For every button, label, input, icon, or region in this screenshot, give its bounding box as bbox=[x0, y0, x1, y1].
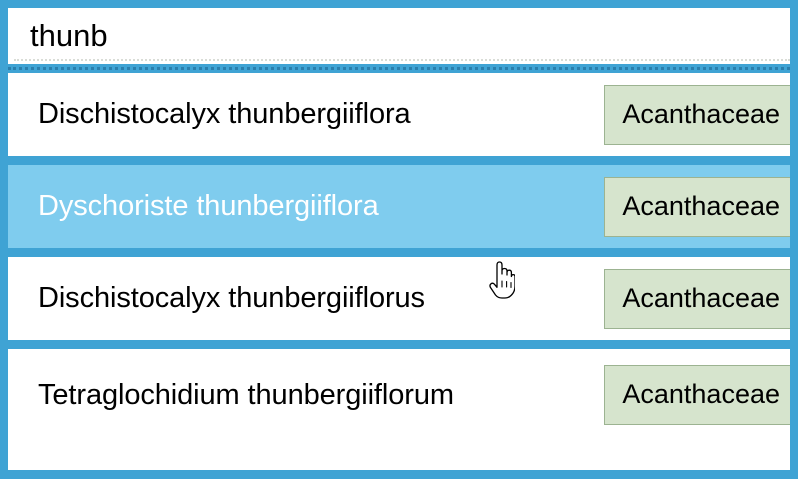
results-list: Dischistocalyx thunbergiiflora Acanthace… bbox=[8, 73, 790, 441]
result-name: Dischistocalyx thunbergiiflora bbox=[38, 98, 411, 130]
list-item[interactable]: Tetraglochidium thunbergiiflorum Acantha… bbox=[8, 349, 790, 441]
search-input[interactable] bbox=[8, 8, 790, 64]
family-badge: Acanthaceae bbox=[604, 84, 790, 145]
family-badge: Acanthaceae bbox=[604, 268, 790, 329]
family-badge: Acanthaceae bbox=[604, 176, 790, 237]
search-area bbox=[8, 8, 790, 64]
list-item[interactable]: Dyschoriste thunbergiiflora Acanthaceae bbox=[8, 165, 790, 257]
search-focus-outline bbox=[14, 59, 790, 63]
result-name: Tetraglochidium thunbergiiflorum bbox=[38, 378, 454, 411]
result-name: Dischistocalyx thunbergiiflorus bbox=[38, 282, 425, 314]
list-item[interactable]: Dischistocalyx thunbergiiflora Acanthace… bbox=[8, 73, 790, 165]
result-name: Dyschoriste thunbergiiflora bbox=[38, 190, 379, 222]
list-item[interactable]: Dischistocalyx thunbergiiflorus Acanthac… bbox=[8, 257, 790, 349]
list-divider bbox=[8, 64, 790, 73]
list-divider-dots bbox=[8, 67, 790, 70]
family-badge: Acanthaceae bbox=[604, 365, 790, 425]
